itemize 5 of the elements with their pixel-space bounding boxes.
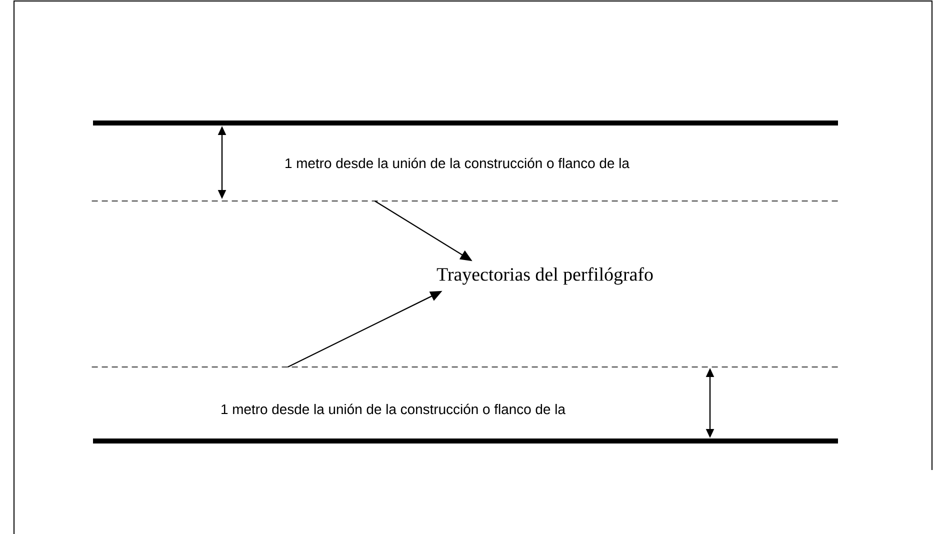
dashed-line [91,366,839,368]
caption-text: Trayectorias del perfilógrafo [436,267,653,285]
dimension-label: 1 metro desde la unión de la construcción o flanco de la [286,158,630,168]
dashed-line [91,200,839,202]
dimension-label: 1 metro desde la unión de la construcción o flanco de la [222,404,566,414]
